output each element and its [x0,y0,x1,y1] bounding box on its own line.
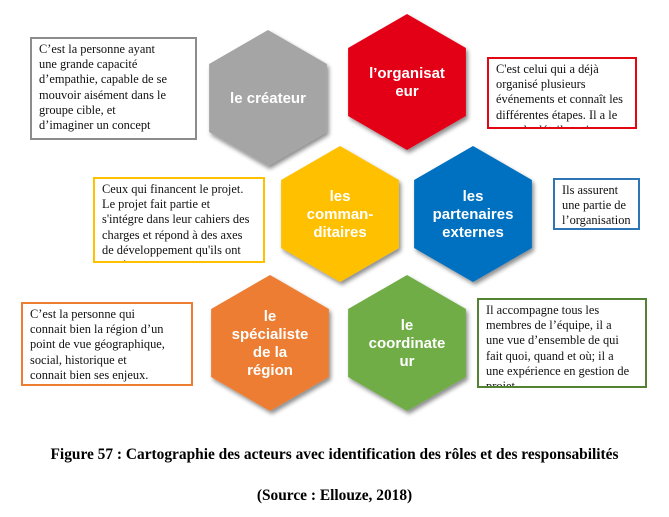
description-line: sens du détail pratique. [496,123,629,127]
hexagon-label-organisateur: l’organisat [369,65,445,82]
description-line: tracés. [102,258,257,261]
description-line: d’imaginer un concept [39,118,151,133]
hexagon-label-coordinateur: coordinate [369,335,446,352]
description-line: social, historique et [30,352,127,367]
description-line: une partie de [562,198,626,213]
hexagon-createur: le créateur [209,30,327,166]
hexagon-shape-partenaires [414,146,532,282]
figure-caption: Figure 57 : Cartographie des acteurs ave… [50,446,619,463]
description-line: C’est la personne ayant [39,42,155,56]
description-line: de développement qu'ils ont [102,242,241,257]
description-line: une grande capacité [39,57,138,72]
hexagon-label-commanditaires: comman- [307,206,374,223]
description-line: mouvoir aisément dans le [39,87,166,102]
hexagon-label-specialiste: région [247,362,293,379]
description-line: point de vue géographique, [30,337,165,352]
description-line: Ceux qui financent le projet. [102,182,244,196]
description-line: Le projet fait partie et [102,197,211,212]
description-line: une expérience en gestion de [486,363,630,378]
hexagon-label-specialiste: de la [253,344,288,361]
hexagon-label-partenaires: partenaires [433,206,514,223]
description-line: C'est celui qui a déjà [496,62,599,76]
description-line: d’empathie, capable de se [39,72,167,87]
description-line: l’organisation [562,213,631,228]
figure-source: (Source : Ellouze, 2018) [256,487,413,504]
description-line: membres de l’équipe, il a [486,318,612,333]
description-line: connait bien ses enjeux. [30,367,149,382]
hexagon-shape-commanditaires [281,146,399,282]
hexagon-label-commanditaires: ditaires [313,224,366,241]
hexagon-label-specialiste: spécialiste [232,326,309,343]
description-line: groupe cible, et [39,102,116,117]
hexagon-label-coordinateur: le [401,317,414,334]
hexagon-shape-specialiste [211,275,329,411]
hexagon-shape-organisateur [348,14,466,150]
description-line: différentes étapes. Il a le [496,107,618,122]
description-line: s'intégre dans leur cahiers des [102,212,250,227]
hexagon-label-organisateur: eur [395,83,419,100]
hexagon-label-partenaires: externes [442,224,504,241]
hexagon-label-coordinateur: ur [400,353,415,370]
description-line: fait quoi, quand et où; il a [486,348,614,363]
description-line: événements et connaît les [496,92,623,107]
description-line: organisé plusieurs [496,77,586,92]
hexagon-shape-createur [209,30,327,166]
hexagon-shape-coordinateur [348,275,466,411]
hexagon-label-partenaires: les [463,188,484,205]
hexagon-label-commanditaires: les [330,188,351,205]
description-box-commanditaires: Ceux qui financent le projet.Le projet f… [93,177,265,263]
description-line: une vue d’ensemble de qui [486,333,619,348]
description-line: connait bien la région d’un [30,322,164,337]
description-line: C’est la personne qui [30,307,135,321]
description-line: Ils assurent [562,183,619,197]
description-line: charges et répond à des axes [102,227,243,242]
description-line: Il accompagne tous les [486,303,600,317]
hexagon-label-createur: le créateur [230,90,306,107]
description-line: projet. [486,379,518,388]
hexagon-label-specialiste: le [264,308,277,325]
